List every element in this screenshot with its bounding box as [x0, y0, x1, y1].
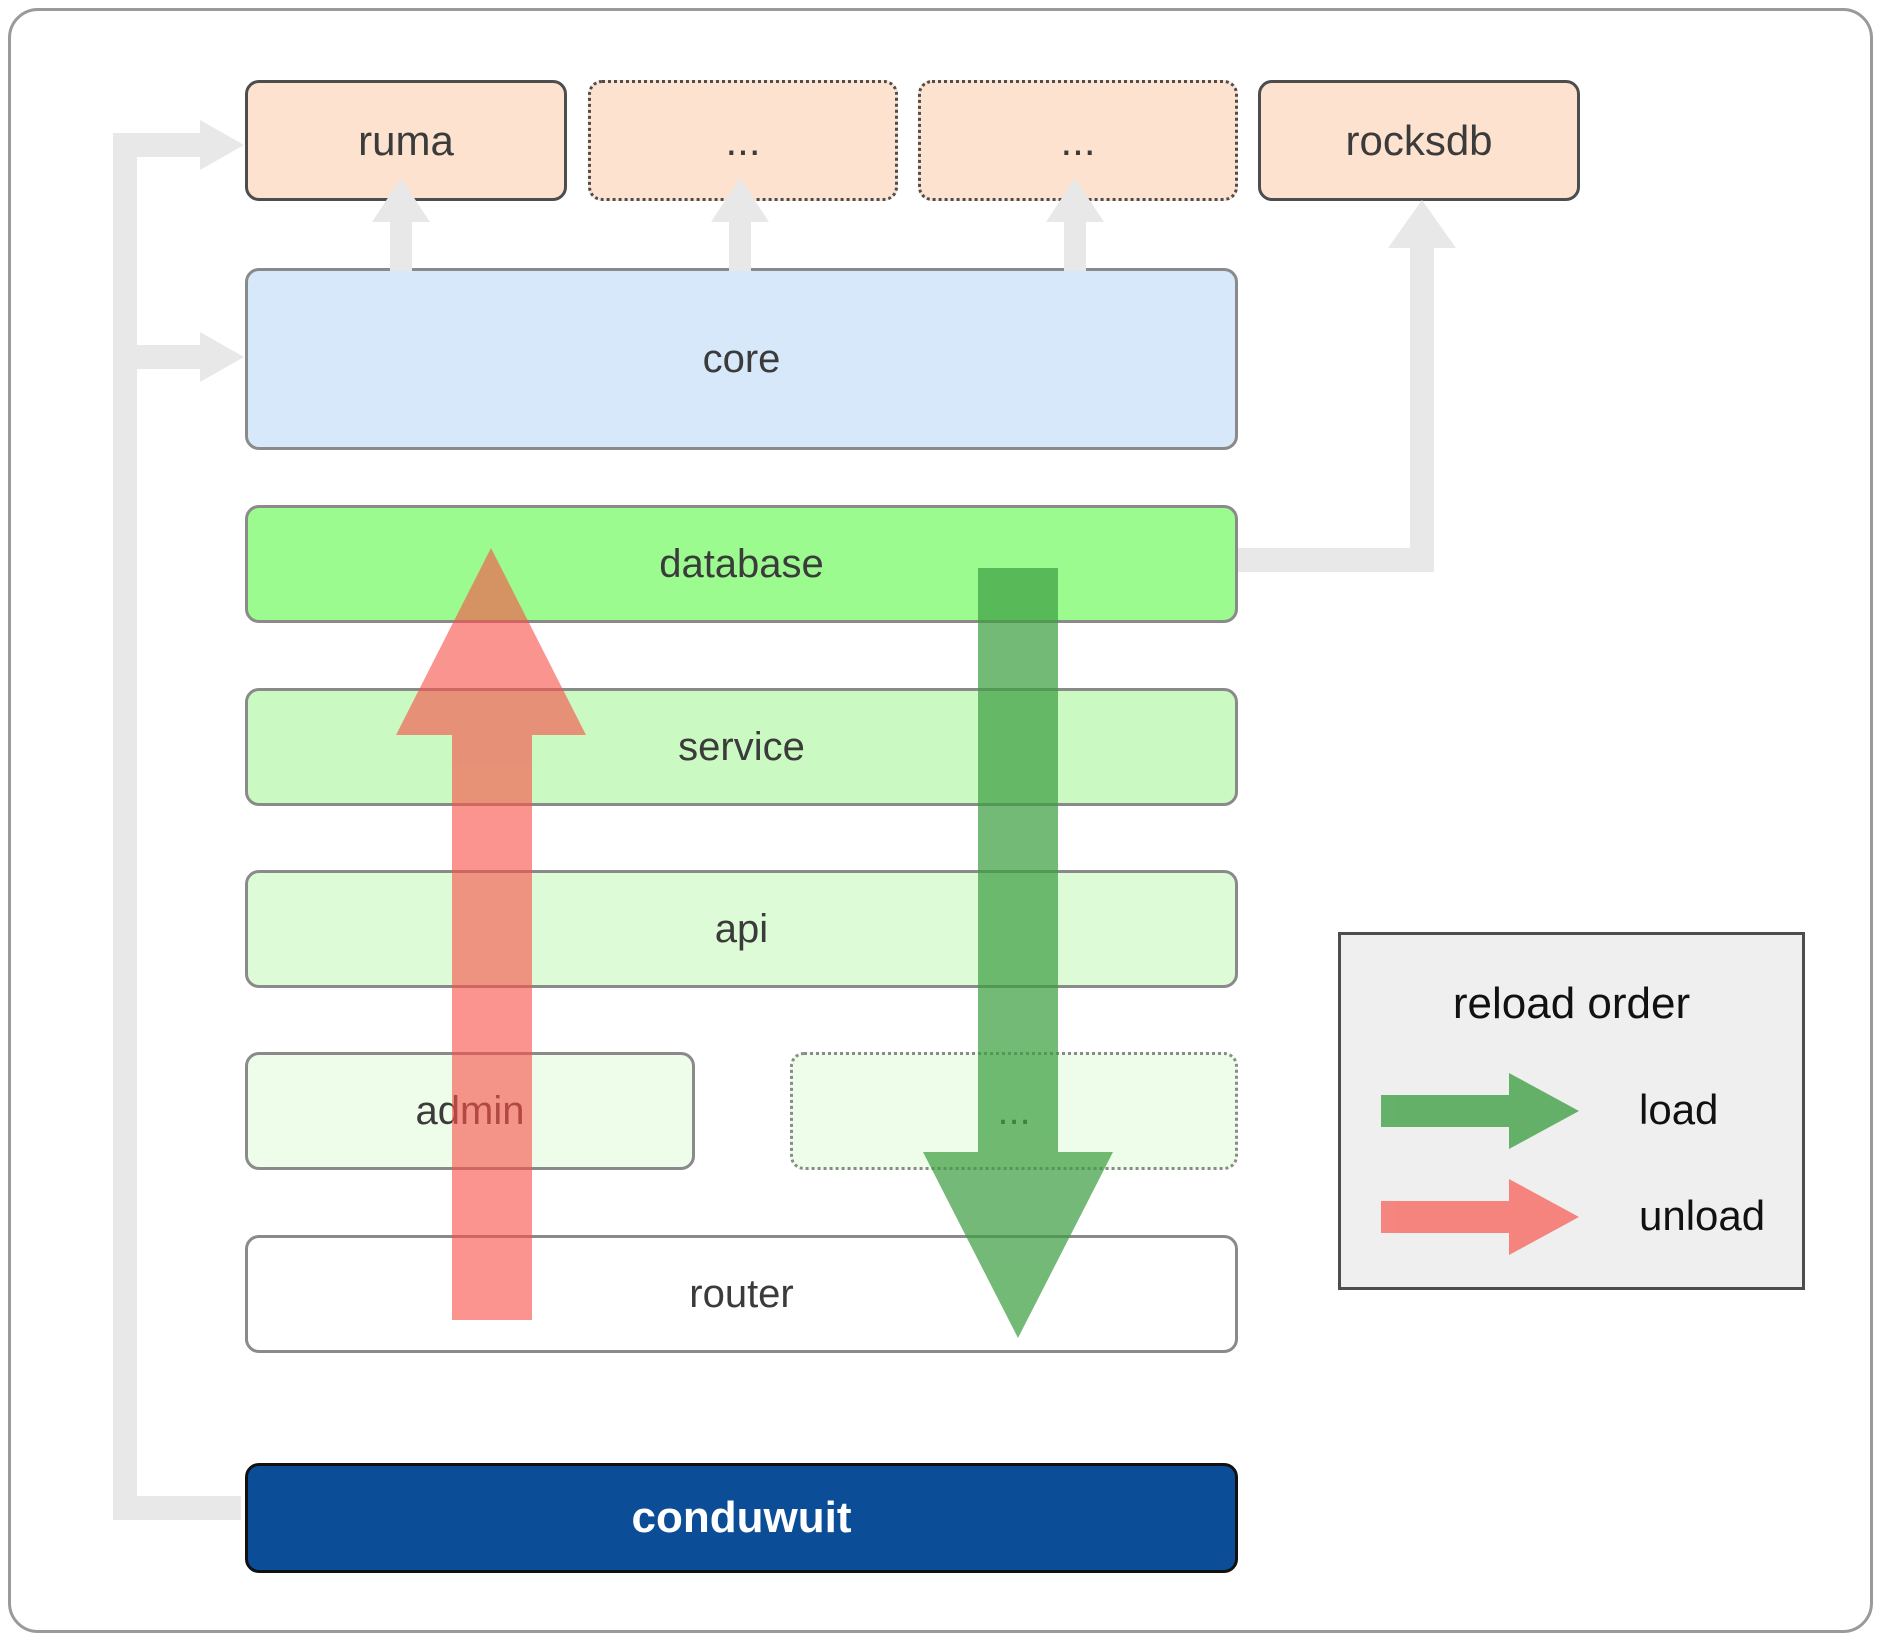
diagram-outer-frame: [8, 8, 1873, 1633]
legend-row-unload: unload: [1379, 1171, 1779, 1261]
dependency-label-rocksdb: rocksdb: [1345, 116, 1493, 164]
legend-label-unload: unload: [1639, 1192, 1766, 1239]
layer-label-api: api: [714, 906, 769, 951]
dependency-label-dots-2: ...: [1060, 116, 1096, 164]
layer-label-router: router: [689, 1271, 794, 1316]
layer-box-api[interactable]: api: [245, 870, 1238, 988]
dependency-label-dots-1: ...: [725, 116, 761, 164]
layer-label-core: core: [702, 336, 781, 381]
layer-box-router[interactable]: router: [245, 1235, 1238, 1353]
layer-label-service: service: [678, 724, 805, 769]
dependency-box-ruma[interactable]: ruma: [245, 80, 567, 201]
dependency-label-ruma: ruma: [358, 116, 454, 164]
legend-label-load: load: [1639, 1086, 1719, 1133]
legend-unload-arrow-icon: [1381, 1179, 1579, 1255]
layer-box-core[interactable]: core: [245, 268, 1238, 450]
layer-box-dots[interactable]: ...: [790, 1052, 1238, 1170]
dependency-box-rocksdb[interactable]: rocksdb: [1258, 80, 1580, 201]
legend-load-arrow-icon: [1381, 1073, 1579, 1149]
legend-title: reload order: [1452, 979, 1691, 1028]
layer-box-admin[interactable]: admin: [245, 1052, 695, 1170]
root-box-conduwuit[interactable]: conduwuit: [245, 1463, 1238, 1573]
layer-label-admin: admin: [415, 1088, 525, 1133]
legend-panel: reload order load unload: [1338, 932, 1805, 1290]
dependency-box-dots-1[interactable]: ...: [588, 80, 898, 201]
layer-label-database: database: [659, 541, 824, 586]
layer-box-service[interactable]: service: [245, 688, 1238, 806]
layer-box-database[interactable]: database: [245, 505, 1238, 623]
dependency-box-dots-2[interactable]: ...: [918, 80, 1238, 201]
legend-row-load: load: [1379, 1065, 1779, 1155]
layer-label-dots: ...: [997, 1088, 1031, 1133]
root-label-conduwuit: conduwuit: [631, 1493, 852, 1542]
